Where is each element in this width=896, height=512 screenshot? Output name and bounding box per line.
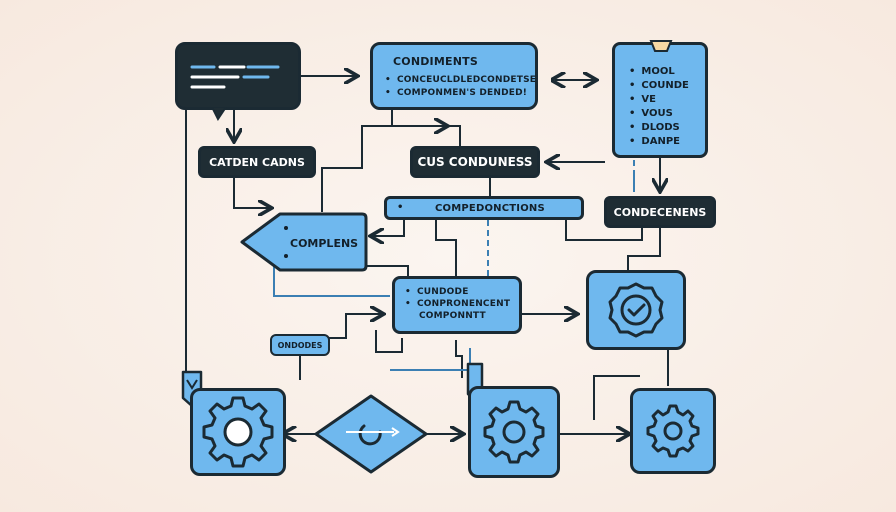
arrow-comped-to-complens [372,220,405,236]
list-item: MOOL [629,65,689,79]
wire-condecenens-check [627,228,661,270]
condiments-line-1: CONCEUCLDLEDCONDETSE [385,75,536,85]
wire-comped-condecenens [565,220,643,241]
ondodes-tag-node[interactable]: ONDODES [270,334,330,356]
cycle-arrow-icon [346,424,400,446]
complens-tag-node[interactable]: COMPLENS [240,210,368,274]
compedonctions-bullet-icon: • [397,202,404,213]
wire-comped-cundode [435,220,457,282]
condiments-node[interactable]: CONDIMENTS CONCEUCLDLEDCONDETSE COMPONME… [370,42,538,110]
gear-icon [483,400,545,464]
list-items: MOOL COUNDE VE VOUS DLODS DANPE [629,65,689,149]
code-editor-icon [190,65,280,89]
code-editor-node[interactable] [175,42,301,121]
gear-node-right[interactable] [630,388,716,474]
condecenens-node[interactable]: CONDECENENS [604,196,716,228]
wire-cundode-down [375,330,403,353]
list-item: COUNDE [629,79,688,93]
list-item: DANPE [629,135,689,149]
compedonctions-node[interactable]: • COMPEDONCTIONS [384,196,584,220]
condiments-line-2: COMPONMEN'S DENDED! [385,88,527,98]
complens-text: COMPLENS [290,237,358,250]
list-item: VE [629,93,689,107]
list-node[interactable]: MOOL COUNDE VE VOUS DLODS DANPE [612,40,708,158]
catden-label-text: CATDEN CADNS [209,155,305,169]
arrow-catden-complens [233,178,270,208]
wire-to-cus [446,125,461,150]
cundode-node[interactable]: CUNDODE CONPRONENCENT COMPONNTT [392,276,522,334]
cundode-line-2: CONPRONENCENT [405,299,510,309]
diamond-node[interactable] [312,392,430,476]
gear-node-mid[interactable] [468,386,560,478]
cus-conduness-text: CUS CONDUNESS [417,155,533,169]
wire-complens-up [321,96,393,212]
cus-conduness-node[interactable]: CUS CONDUNESS [410,146,540,178]
list-item: DLODS [629,121,689,135]
check-circle-icon [608,282,664,338]
cundode-line-3: COMPONNTT [419,311,486,321]
wire-gearright-left [593,375,640,420]
ondodes-text: ONDODES [277,340,323,350]
wire-complens-cundode [361,256,409,278]
gear-icon [202,396,274,468]
gear-node-left[interactable] [190,388,286,476]
check-node[interactable] [586,270,686,350]
clip-icon [649,40,673,52]
catden-label-node[interactable]: CATDEN CADNS [198,146,316,178]
condecenens-text: CONDECENENS [613,205,707,219]
list-item: VOUS [629,107,689,121]
accent-line-complens-cundode [273,258,390,297]
condiments-title: CONDIMENTS [393,55,478,68]
compedonctions-text: COMPEDONCTIONS [435,203,545,214]
cundode-line-1: CUNDODE [405,287,469,297]
wire-cundode-gearmid [455,340,463,378]
gear-icon [646,404,700,458]
